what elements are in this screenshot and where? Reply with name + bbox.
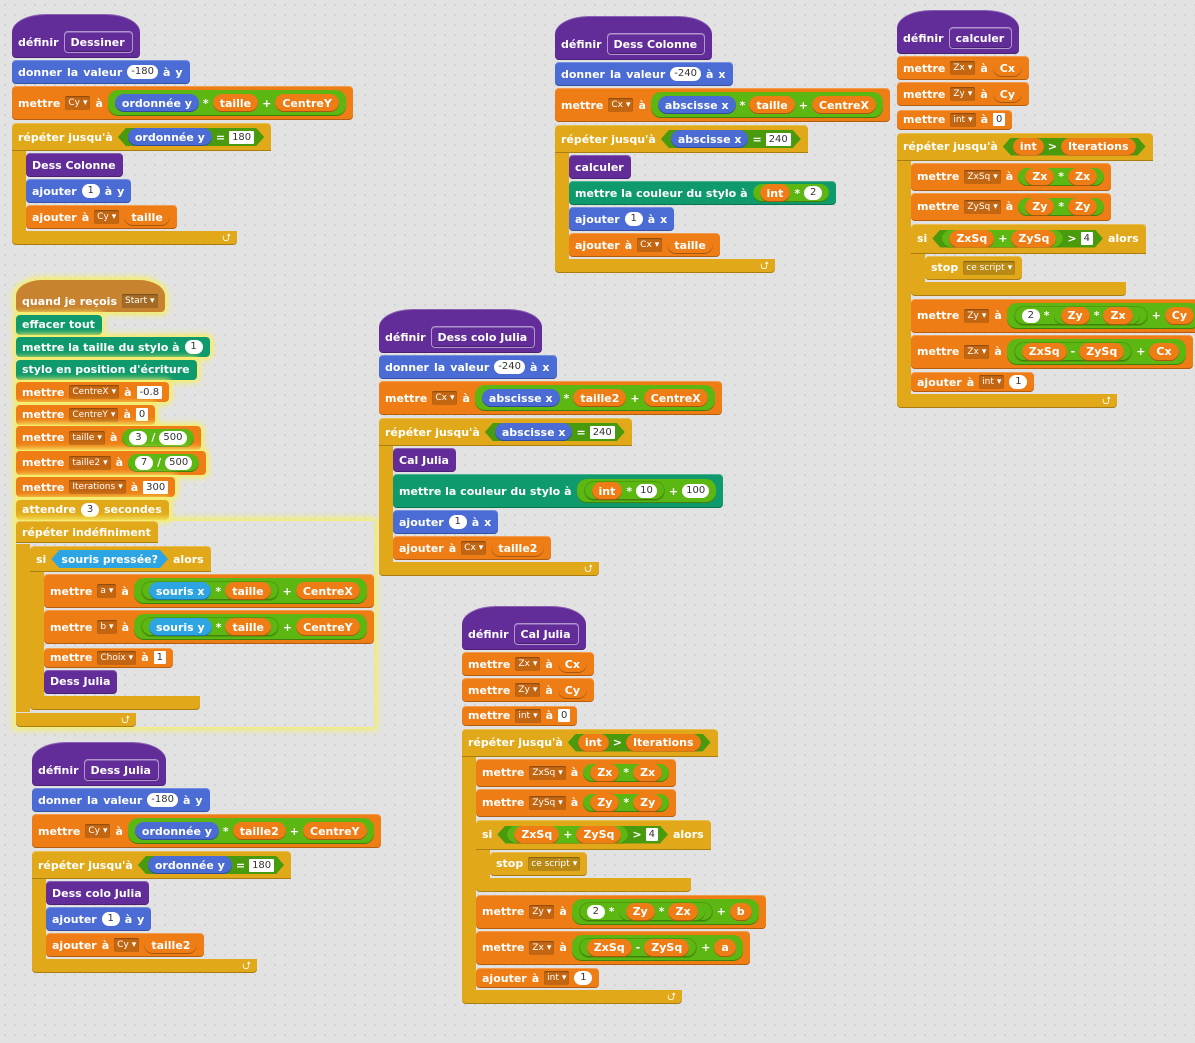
taille-reporter[interactable]: taille: [212, 94, 259, 112]
clear-block[interactable]: effacer tout: [16, 314, 102, 335]
pen-down-block[interactable]: stylo en position d'écriture: [16, 359, 197, 380]
mouse-down-boolean[interactable]: souris pressée?: [51, 550, 168, 568]
dess-colonne-block[interactable]: Dess Colonne: [26, 153, 123, 177]
value-input[interactable]: -180: [127, 65, 158, 79]
change-var-block[interactable]: ajouteràCytaille: [26, 205, 177, 229]
define-block-dessiner[interactable]: définir Dessiner: [12, 14, 140, 58]
calculer-block[interactable]: calculer: [569, 155, 631, 179]
ordonnee-y-reporter[interactable]: ordonnée y: [114, 94, 199, 112]
change-cx-block[interactable]: ajouteràCxtaille: [569, 233, 720, 257]
var-dropdown[interactable]: Cy: [65, 96, 91, 110]
custom-block-name: Dessiner: [63, 31, 133, 53]
dess-julia-block[interactable]: Dess Julia: [44, 669, 118, 694]
loop-arrow-icon: ⮍: [222, 231, 231, 244]
centrey-reporter[interactable]: CentreY: [275, 94, 339, 112]
define-label: définir: [18, 35, 59, 49]
set-cx-block[interactable]: mettreCxà abscisse x*taille+CentreX: [555, 88, 890, 122]
set-var-block[interactable]: mettreCyà ordonnée y*taille+CentreY: [12, 86, 353, 120]
cal-julia-block[interactable]: Cal Julia: [393, 448, 456, 472]
message-dropdown[interactable]: Start: [122, 294, 158, 308]
